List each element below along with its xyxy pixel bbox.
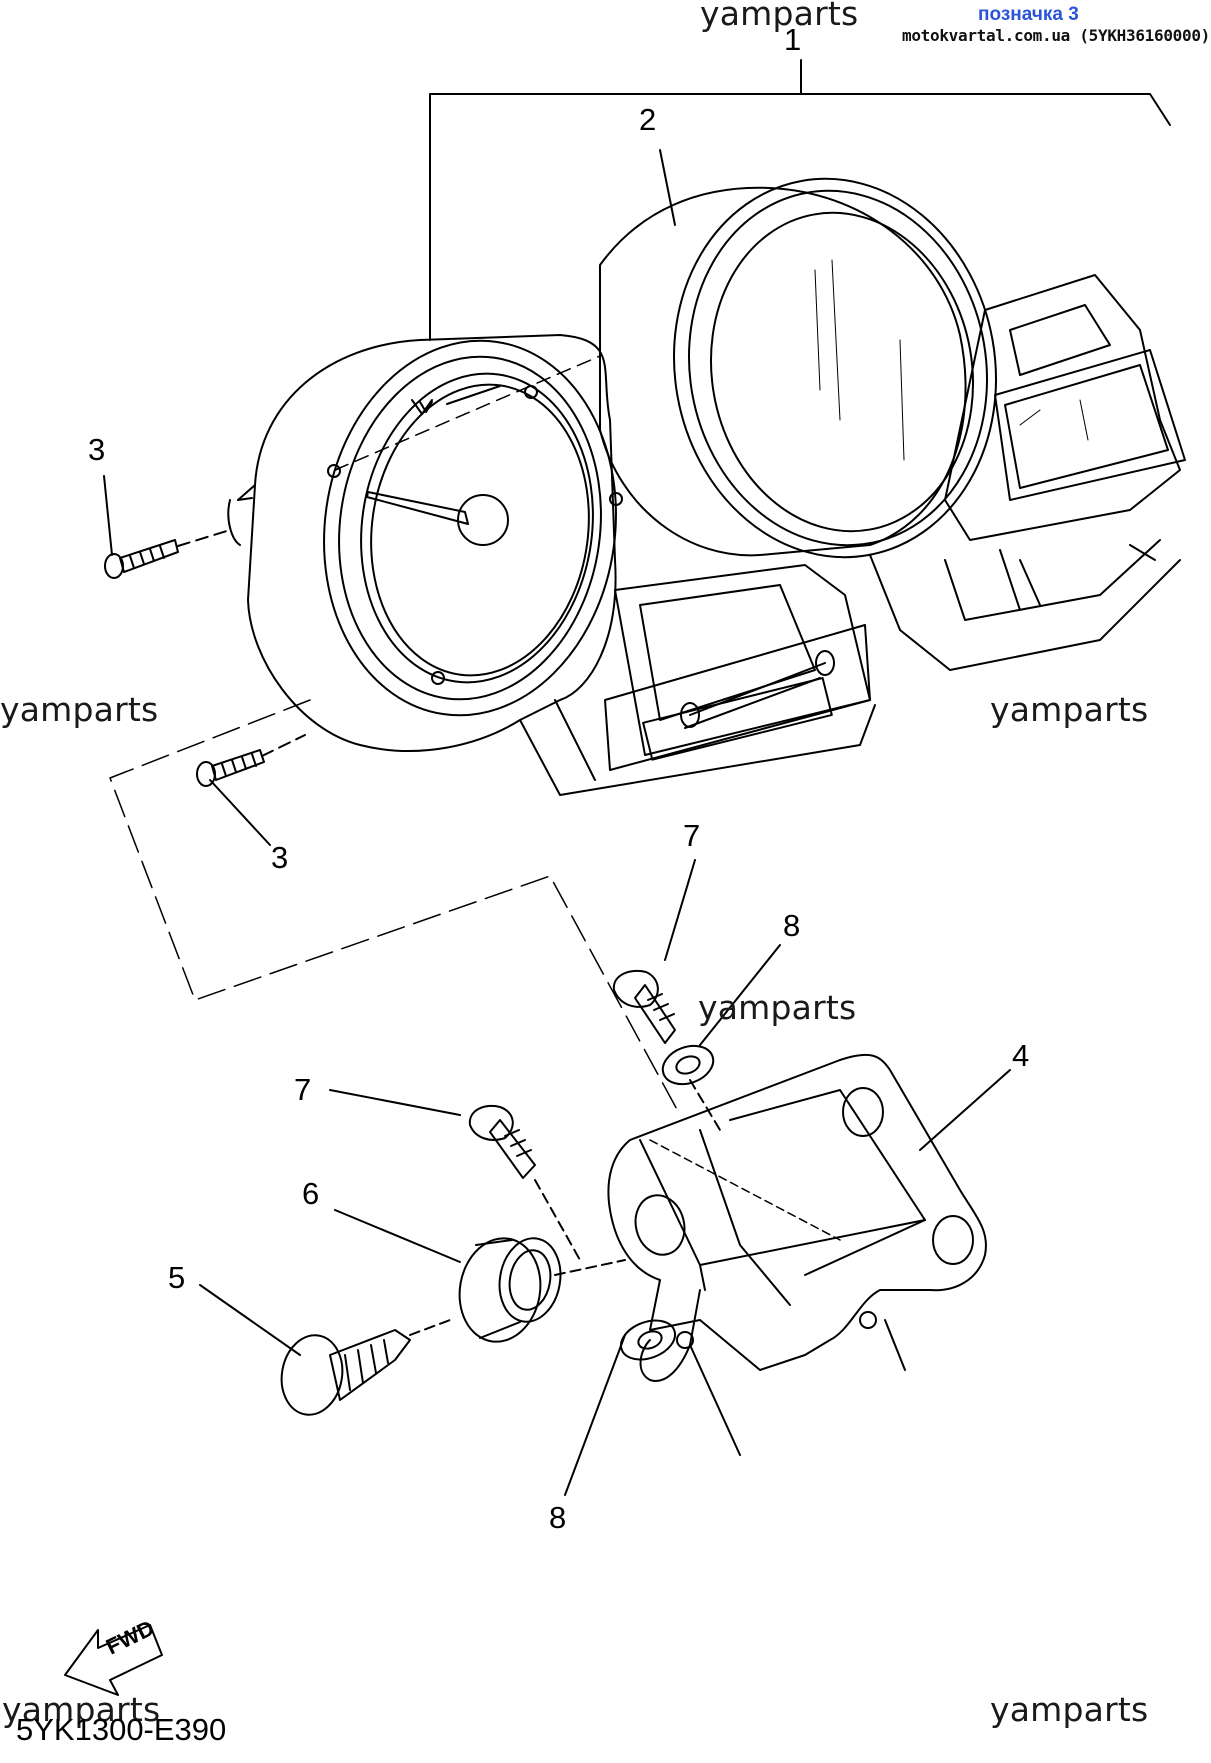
- damper: [458, 1237, 626, 1343]
- bolt-7-upper: [612, 970, 676, 1044]
- callout-3-upper: 3: [88, 432, 106, 467]
- lcd-module: [869, 274, 1186, 671]
- tachometer: [323, 339, 623, 717]
- callout-5: 5: [168, 1260, 186, 1295]
- watermark: yamparts: [990, 690, 1149, 729]
- header-label: позначка 3: [978, 4, 1079, 25]
- washer-8-upper: [661, 1044, 721, 1131]
- watermark: yamparts: [700, 0, 859, 33]
- bolt-7-lower: [468, 1105, 581, 1261]
- screw-5: [280, 1319, 451, 1416]
- callout-7-upper: 7: [683, 818, 701, 853]
- callout-4: 4: [1012, 1038, 1030, 1073]
- callout-6: 6: [302, 1176, 320, 1211]
- callout-2: 2: [639, 102, 657, 137]
- fwd-arrow-icon: [64, 1624, 163, 1696]
- callout-8-lower: 8: [549, 1500, 567, 1535]
- washer-8-lower: [619, 1319, 677, 1361]
- header-site: motokvartal.com.ua (5YKH36160000): [902, 26, 1210, 45]
- mount-guide: [109, 699, 681, 1116]
- screw-3-upper: [104, 529, 231, 579]
- watermark: yamparts: [990, 1690, 1149, 1729]
- watermark: yamparts: [2, 1690, 161, 1729]
- callout-7-lower: 7: [294, 1072, 312, 1107]
- callout-3-lower: 3: [271, 840, 289, 875]
- assembly-bracket: [429, 59, 1171, 341]
- speedometer: [599, 177, 997, 559]
- watermark: yamparts: [698, 988, 857, 1027]
- watermark: yamparts: [0, 690, 159, 729]
- leader-2: [659, 149, 676, 226]
- meter-housing: [227, 334, 617, 752]
- meter-bracket: [607, 1053, 987, 1456]
- indicator-panel: [519, 564, 876, 796]
- screw-3-lower: [196, 734, 306, 787]
- diagram-code: 5YK1300-E390: [16, 1712, 227, 1747]
- leader-lines: [103, 475, 1011, 1496]
- callout-8-upper: 8: [783, 908, 801, 943]
- callout-1: 1: [784, 22, 802, 57]
